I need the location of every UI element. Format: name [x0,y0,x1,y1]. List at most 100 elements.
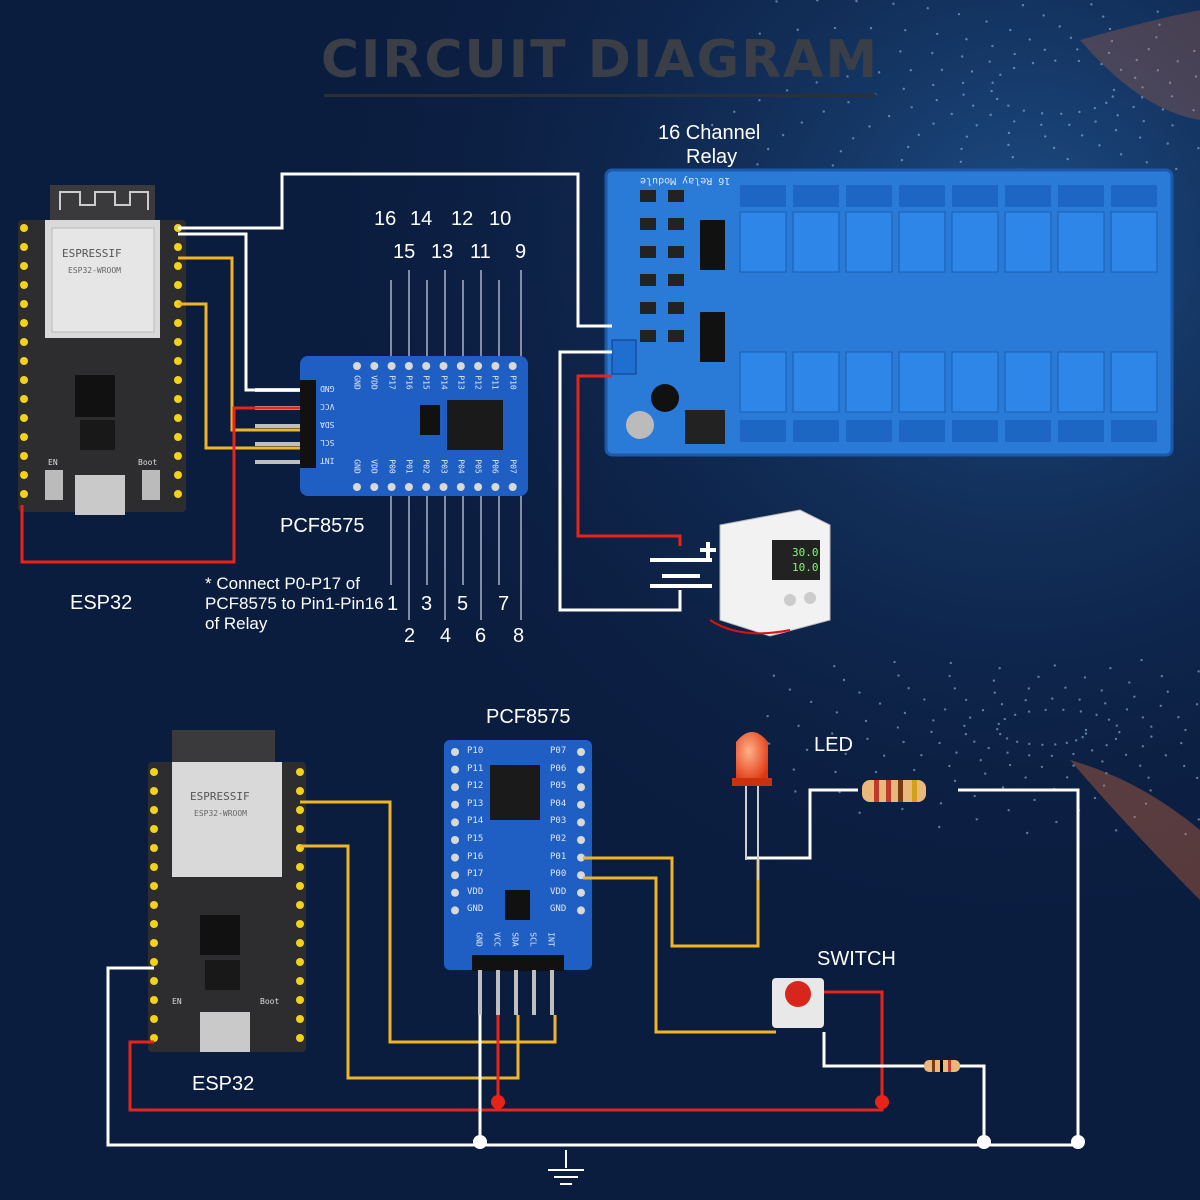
esp-pin [296,1034,304,1042]
decor-dot [998,667,1001,670]
decor-dot [995,97,999,101]
decor-dot [1105,772,1108,775]
decor-dot [1194,75,1198,78]
decor-dot [1197,146,1200,150]
esp-pin [174,414,182,422]
pcf-pin-hole [451,783,459,792]
decor-dot [975,124,978,127]
decor-dot [1005,737,1009,740]
decor-dot [1065,741,1069,745]
decor-dot [1193,49,1196,53]
decor-dot [833,26,837,30]
esp-pin [20,414,28,422]
decor-dot [975,818,978,821]
esp-pin [150,901,158,909]
decor-dot [1108,27,1112,31]
decor-dot [733,110,736,113]
decor-dot [1140,658,1143,662]
pcf-bottom-pin-label: P02 [421,459,431,474]
pcf-b-bottom-pin-label: SCL [528,932,538,947]
decor-dot [932,719,935,722]
decor-dot [1079,710,1083,713]
optocoupler [668,246,684,258]
decor-dot [1058,25,1061,28]
pcf-bottom-pin-label: P06 [491,459,501,474]
decor-dot [756,163,759,166]
decor-dot [939,802,943,805]
esp-top-model: ESP32-WROOM [68,266,121,275]
pcf-b-left-pin-label: VDD [467,886,484,897]
decor-dot [785,89,789,92]
ground-symbol [548,1150,584,1185]
red-junctions [491,1095,889,1109]
relay-terminal [1005,420,1051,442]
pcf-pin-hole [491,362,500,370]
esp-pin [296,825,304,833]
decor-dot [901,807,904,811]
decor-dot [1166,690,1169,693]
decor-dot [932,122,935,125]
decor-dot [1135,58,1139,62]
decor-dot [1065,776,1069,779]
decor-dot [1150,735,1153,738]
pcf-pin-hole [577,888,585,897]
esp-pin [296,920,304,928]
decor-dot [897,674,900,677]
top-wires [20,172,682,612]
decor-dot [1081,735,1084,739]
decor-dot [781,133,785,137]
decor-dot [844,752,847,756]
led-label: LED [814,734,853,756]
pcf-top-pin-label: P13 [456,375,466,390]
decor-dot [1118,731,1121,734]
pcf-pin-hole [577,800,585,809]
decor-dot [1141,86,1144,89]
relay-terminal [1005,185,1051,207]
pcf-b-left-pin-label: P15 [467,834,484,844]
decor-dot [1119,68,1123,72]
decor-dot [1116,114,1119,117]
decor-dot [839,150,843,153]
pcf-pin-hole [456,362,465,370]
pcf-bottom-pin-label: P07 [508,459,518,474]
decor-dot [964,698,968,702]
decor-dot [767,742,771,745]
decor-dot [866,737,869,741]
decor-dot [1114,829,1118,832]
pcf-top-pin-label: GND [352,375,362,390]
decor-dot [1176,60,1179,63]
decor-dot [1184,728,1187,732]
decor-dot [1044,135,1047,138]
decor-dot [948,764,951,768]
relay-terminal [952,420,998,442]
optocoupler [668,218,684,230]
decor-dot [1144,802,1148,805]
decor-dot [800,121,804,124]
decor-dot [1083,676,1087,679]
decor-dot [923,698,926,701]
pcf-b-left-pin-label: P13 [467,798,484,809]
decor-dot [938,825,941,829]
pcf-pin-hole [577,748,585,756]
pcf-b-left-pin-label: P12 [467,781,484,792]
pcf-top-pin-label: P16 [404,375,414,390]
decor-dot [1066,157,1069,161]
decor-dot [720,38,724,41]
decor-dot [1052,146,1056,150]
esp-pin [20,262,28,270]
decor-dot [955,751,958,754]
decor-dot [1011,156,1014,159]
pcf-pin-hole [577,818,585,827]
decor-dot [1150,725,1153,728]
esp32-bottom-label: ESP32 [192,1073,255,1095]
relay-unit [739,211,787,273]
page-title: CIRCUIT DIAGRAM [320,30,880,90]
decor-dot [953,687,957,690]
esp-pin [174,262,182,270]
pcf-left-pin-label: INT [320,456,335,465]
decor-dot [940,68,944,72]
decor-dot [964,732,968,736]
pcf-top-pin-label: VDD [370,375,380,390]
decor-dot [904,28,907,32]
